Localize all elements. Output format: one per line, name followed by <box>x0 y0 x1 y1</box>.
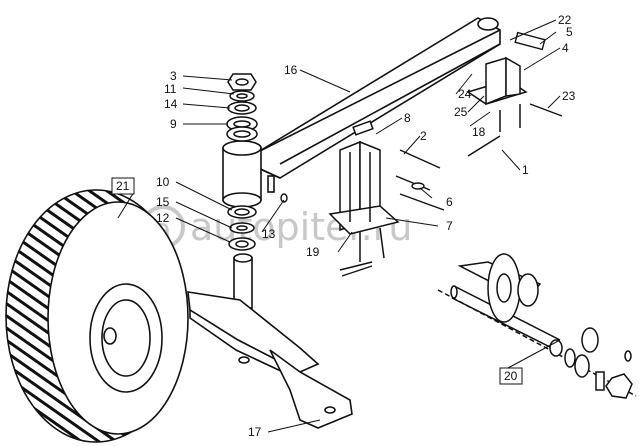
callout-5: 5 <box>566 25 573 39</box>
callout-13: 13 <box>262 227 276 241</box>
callout-3: 3 <box>170 69 177 83</box>
callout-2: 2 <box>420 129 427 143</box>
callout-24: 24 <box>458 87 472 101</box>
callout-6: 6 <box>446 195 453 209</box>
callout-9: 9 <box>170 117 177 131</box>
leader-lines <box>117 19 561 433</box>
bearing-stack-lower <box>227 205 257 251</box>
callout-4: 4 <box>562 41 569 55</box>
callout-12: 12 <box>156 211 170 225</box>
callout-23: 23 <box>562 89 576 103</box>
callout-14: 14 <box>164 97 178 111</box>
callout-15: 15 <box>156 195 170 209</box>
callout-1: 1 <box>522 163 529 177</box>
caster-fork <box>187 253 353 429</box>
callout-16: 16 <box>284 63 298 77</box>
callout-7: 7 <box>446 219 453 233</box>
rear-bracket <box>466 56 528 157</box>
bolts <box>280 31 563 277</box>
callout-21: 21 <box>116 179 130 193</box>
callout-20-box: 20 <box>499 367 523 385</box>
axle-assembly <box>437 253 637 399</box>
callout-19: 19 <box>306 245 320 259</box>
wheel <box>5 189 189 443</box>
callout-25: 25 <box>454 105 468 119</box>
kingpin-sleeve <box>222 140 262 208</box>
callout-10: 10 <box>156 175 170 189</box>
callout-17: 17 <box>248 425 262 439</box>
callout-22: 22 <box>558 13 572 27</box>
mounting-bracket <box>328 120 400 271</box>
callout-labels: 3 11 14 9 10 15 12 13 16 8 2 6 7 1 19 17… <box>111 13 576 439</box>
callout-18: 18 <box>472 125 486 139</box>
main-beam <box>257 17 501 193</box>
callout-21-box: 21 <box>111 177 135 195</box>
bearing-stack-upper <box>226 73 258 142</box>
callout-8: 8 <box>404 111 411 125</box>
callout-11: 11 <box>164 82 177 96</box>
callout-20: 20 <box>504 369 518 383</box>
